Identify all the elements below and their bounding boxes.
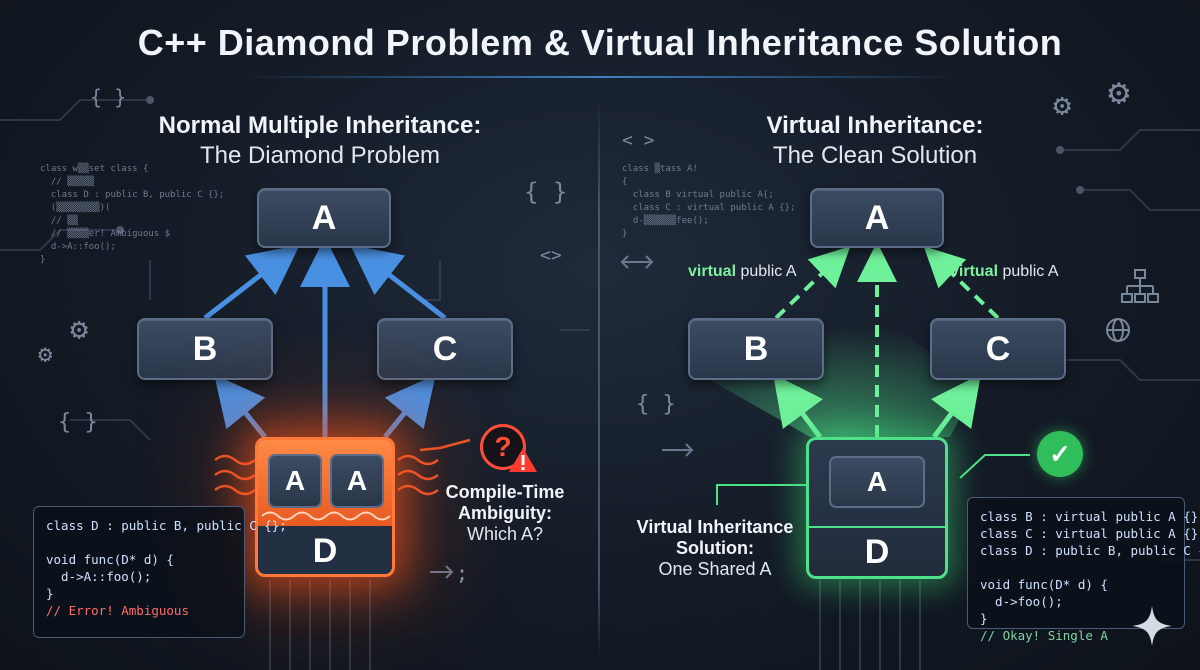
virtual-label-left: virtual public A xyxy=(688,263,797,281)
right-node-d-separator xyxy=(809,526,945,528)
right-shared-a: A xyxy=(829,456,925,508)
gear-icon: ⚙ xyxy=(70,312,89,347)
virtual-label-right: virtual public A xyxy=(950,263,1059,281)
left-heading-title: Normal Multiple Inheritance: xyxy=(158,112,482,139)
left-background-code: class w▒▒set class { // ▒▒▒▒▒ class D : … xyxy=(40,164,225,265)
title-underline xyxy=(240,76,960,78)
sparkle-icon xyxy=(1132,606,1172,646)
right-code-line-1: class B : virtual public A {}; xyxy=(980,509,1200,524)
right-arrows xyxy=(620,242,1030,505)
left-code-line-3: void func(D* d) { xyxy=(46,552,174,567)
braces-icon: { } xyxy=(90,85,127,109)
left-duplicate-a-1: A xyxy=(268,454,322,508)
angle-brackets-icon: <> xyxy=(540,245,562,266)
right-code-line-7: } xyxy=(980,611,988,626)
left-node-d: A A D xyxy=(255,437,395,577)
angle-brackets-icon: < > xyxy=(622,130,655,151)
left-node-b: B xyxy=(137,318,273,380)
left-heading-subtitle: The Diamond Problem xyxy=(199,142,441,169)
solution-subtitle: One Shared A xyxy=(658,559,772,579)
virtual-rest-right: public A xyxy=(998,263,1059,280)
right-node-a: A xyxy=(810,188,944,248)
right-node-b: B xyxy=(688,318,824,380)
solution-title-2: Solution: xyxy=(676,538,754,558)
ambiguity-title-2: Ambiguity: xyxy=(458,503,552,523)
right-heading: Virtual Inheritance: The Clean Solution xyxy=(665,112,1085,170)
solution-title-1: Virtual Inheritance xyxy=(636,517,794,537)
left-duplicate-a-2: A xyxy=(330,454,384,508)
checkmark-icon: ✓ xyxy=(1037,431,1083,477)
left-node-d-duplicate-area: A A xyxy=(258,440,392,526)
left-node-a: A xyxy=(257,188,391,248)
page-title: C++ Diamond Problem & Virtual Inheritanc… xyxy=(137,22,1063,63)
virtual-keyword-right: virtual xyxy=(950,263,999,280)
gear-icon: ⚙ xyxy=(38,340,53,368)
right-code-line-6: d->foo(); xyxy=(980,594,1063,609)
left-code-line-2 xyxy=(46,534,232,551)
right-code-line-4 xyxy=(980,559,1172,576)
right-node-c: C xyxy=(930,318,1066,380)
braces-icon: { } xyxy=(58,410,98,435)
squiggle-line xyxy=(261,511,391,521)
center-divider xyxy=(598,100,600,660)
braces-icon: { } xyxy=(636,392,676,417)
right-node-d: A D xyxy=(806,437,948,579)
check-gear-icon: ⚙ xyxy=(1108,72,1130,113)
left-code-line-1: class D : public B, public C {}; xyxy=(46,518,287,533)
hierarchy-icon xyxy=(1121,269,1159,303)
ambiguity-callout: Compile-Time Ambiguity: Which A? xyxy=(430,482,580,545)
right-code-ok: // Okay! Single A xyxy=(980,628,1108,643)
right-background-code: class ▒tass A! { class B virtual public … xyxy=(622,164,796,239)
gear-icon: ⚙ xyxy=(1053,88,1072,123)
left-code-error: // Error! Ambiguous xyxy=(46,603,189,618)
virtual-rest-left: public A xyxy=(736,263,797,280)
solution-callout: Virtual Inheritance Solution: One Shared… xyxy=(620,517,810,580)
left-code-line-4: d->A::foo(); xyxy=(46,569,152,584)
right-heading-title: Virtual Inheritance: xyxy=(766,112,984,139)
virtual-keyword-left: virtual xyxy=(688,263,737,280)
globe-icon xyxy=(1106,318,1130,342)
right-heading-subtitle: The Clean Solution xyxy=(772,142,978,169)
warning-icon xyxy=(509,448,537,472)
semicolon-icon: ; xyxy=(456,561,469,585)
ambiguity-question: Which A? xyxy=(466,524,544,544)
right-code-panel: class B : virtual public A {}; class C :… xyxy=(967,497,1200,643)
braces-icon: { } xyxy=(524,178,568,206)
right-code-line-3: class D : public B, public C {}; xyxy=(980,543,1200,558)
left-code-line-5: } xyxy=(46,586,54,601)
left-code-panel: class D : public B, public C {}; void fu… xyxy=(33,506,287,638)
right-code-line-2: class C : virtual public A {}; xyxy=(980,526,1200,541)
left-arrows xyxy=(203,237,471,579)
right-node-d-label: D xyxy=(864,532,890,571)
left-node-d-label: D xyxy=(312,531,338,570)
right-code-line-5: void func(D* d) { xyxy=(980,577,1108,592)
left-node-c: C xyxy=(377,318,513,380)
left-heading: Normal Multiple Inheritance: The Diamond… xyxy=(110,112,530,170)
ambiguity-title-1: Compile-Time xyxy=(445,482,565,502)
